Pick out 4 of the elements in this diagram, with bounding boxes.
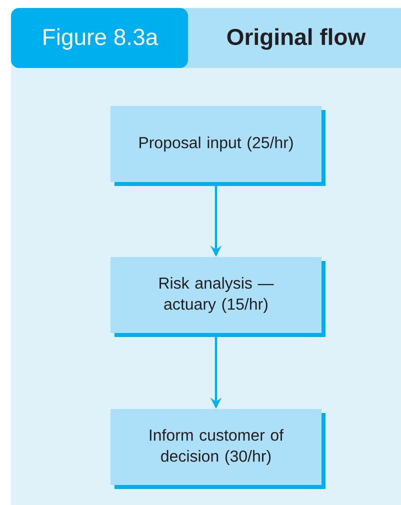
process-box: Inform customer of decision (30/hr): [110, 409, 326, 489]
figure-tab: Figure 8.3a: [11, 8, 188, 68]
process-box: Proposal input (25/hr): [110, 106, 326, 186]
process-box: Risk analysis — actuary (15/hr): [110, 257, 326, 337]
